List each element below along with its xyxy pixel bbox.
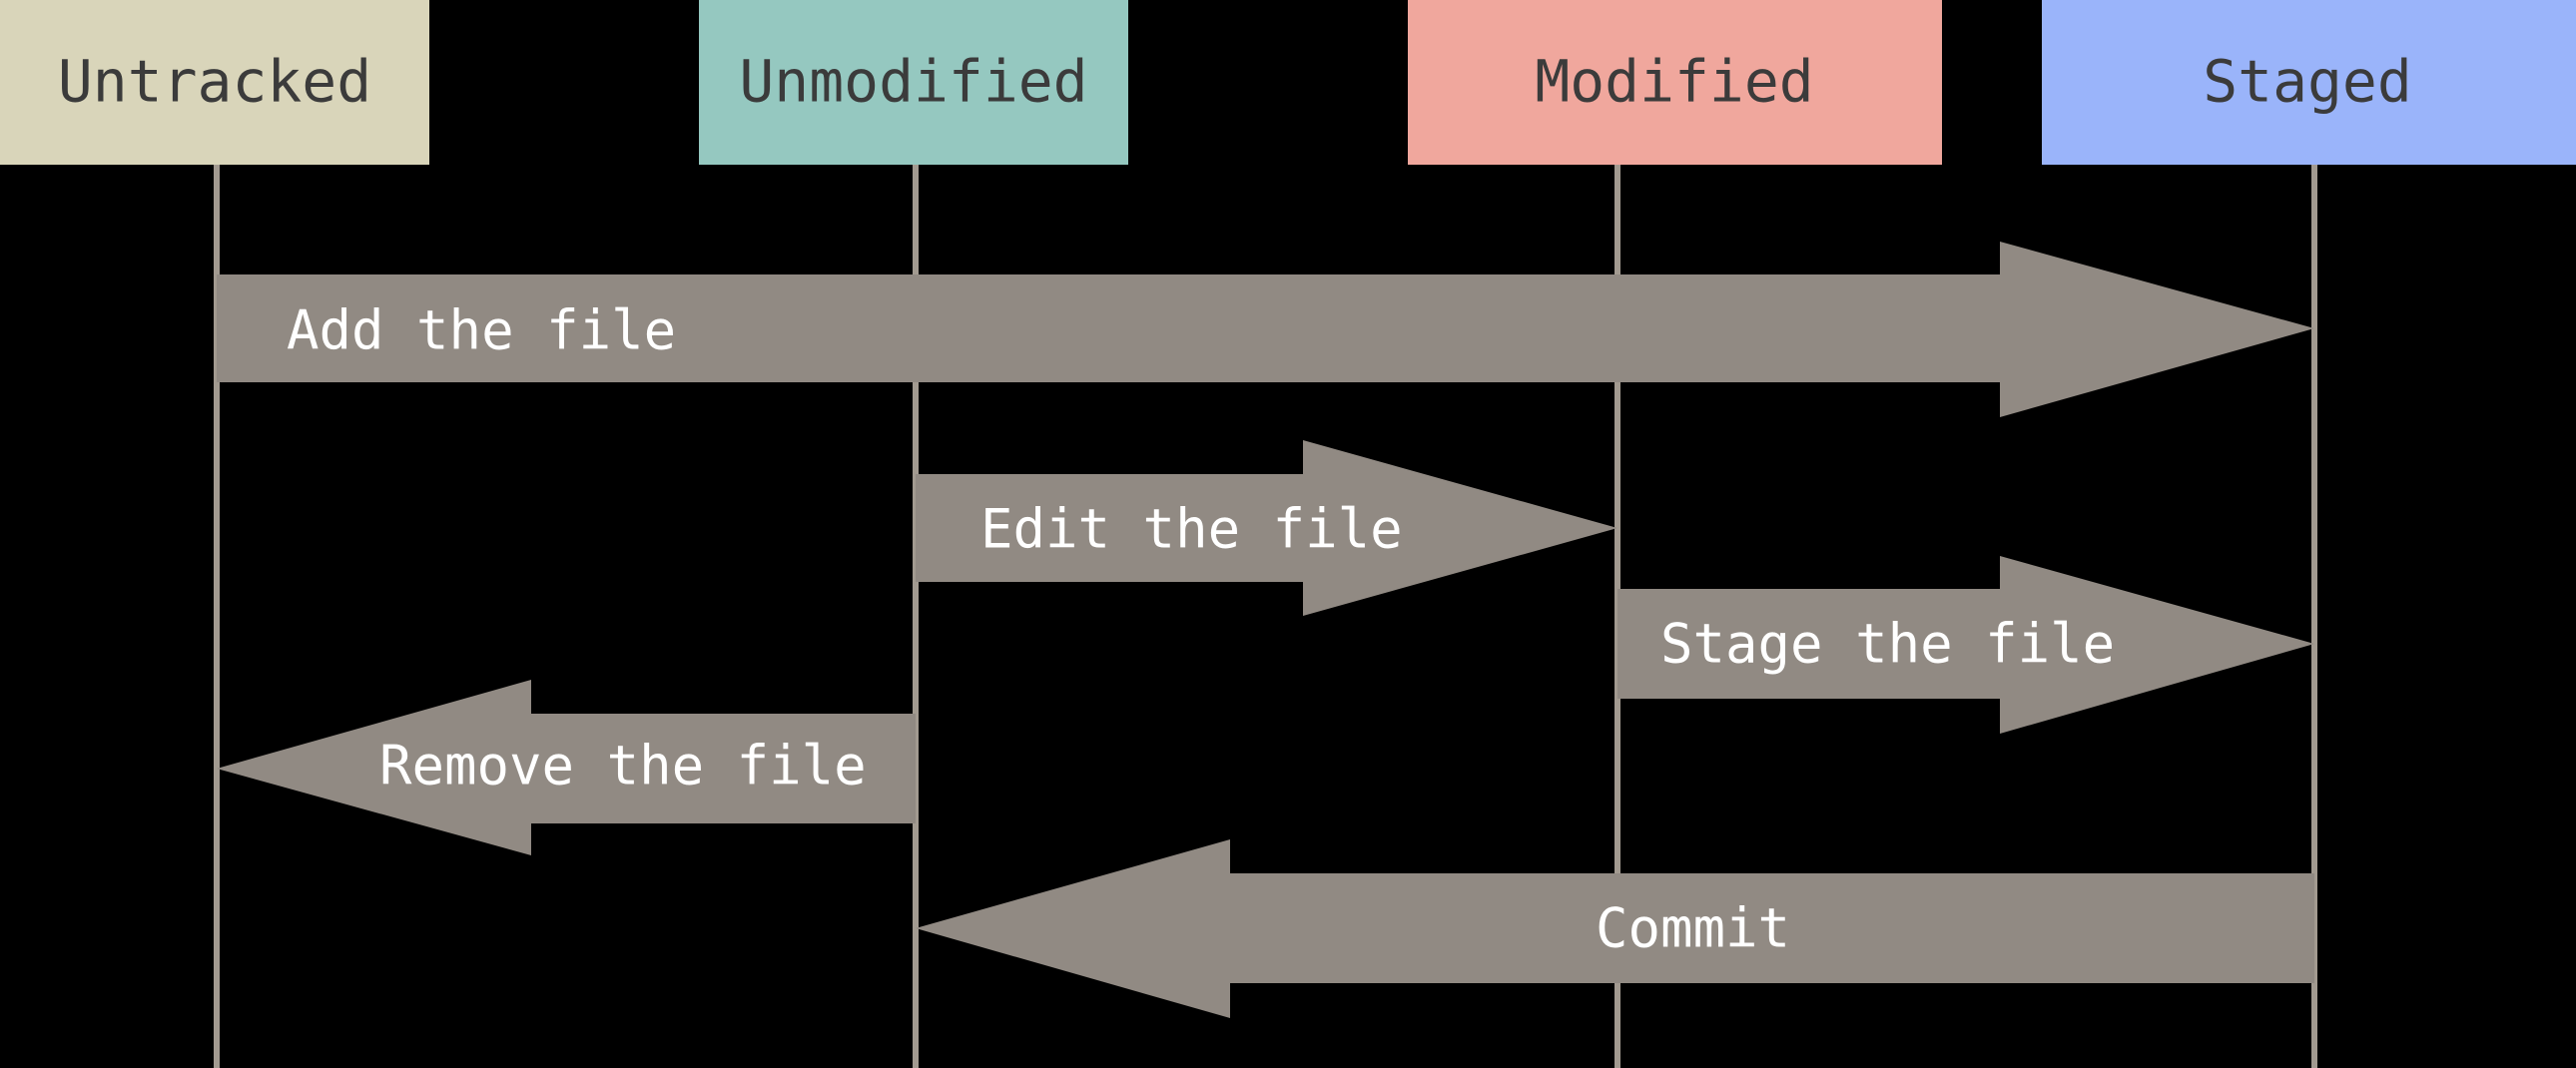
arrow-label-edit-the-file: Edit the file bbox=[980, 498, 1403, 561]
arrow-label-stage-the-file: Stage the file bbox=[1660, 613, 2115, 676]
state-box-staged[interactable] bbox=[2042, 0, 2576, 165]
arrow-label-commit: Commit bbox=[1596, 897, 1790, 960]
arrow-label-remove-the-file: Remove the file bbox=[379, 735, 867, 798]
arrow-label-add-the-file: Add the file bbox=[287, 299, 676, 362]
state-box-unmodified[interactable] bbox=[699, 0, 1128, 165]
state-label-staged: Staged bbox=[2203, 48, 2412, 116]
arrow-remove-the-file bbox=[217, 680, 916, 855]
arrow-commit bbox=[916, 839, 2314, 1018]
state-label-modified: Modified bbox=[1535, 48, 1813, 116]
state-label-unmodified: Unmodified bbox=[739, 48, 1087, 116]
transition-arrows-group bbox=[217, 242, 2314, 1018]
state-box-modified[interactable] bbox=[1408, 0, 1942, 165]
arrow-add-the-file bbox=[217, 242, 2314, 417]
arrow-stage-the-file bbox=[1617, 556, 2314, 734]
state-boxes-group: Untracked Unmodified Modified Staged bbox=[0, 0, 2576, 165]
state-label-untracked: Untracked bbox=[58, 48, 371, 116]
arrow-edit-the-file bbox=[916, 440, 1617, 616]
state-box-untracked[interactable] bbox=[0, 0, 429, 165]
